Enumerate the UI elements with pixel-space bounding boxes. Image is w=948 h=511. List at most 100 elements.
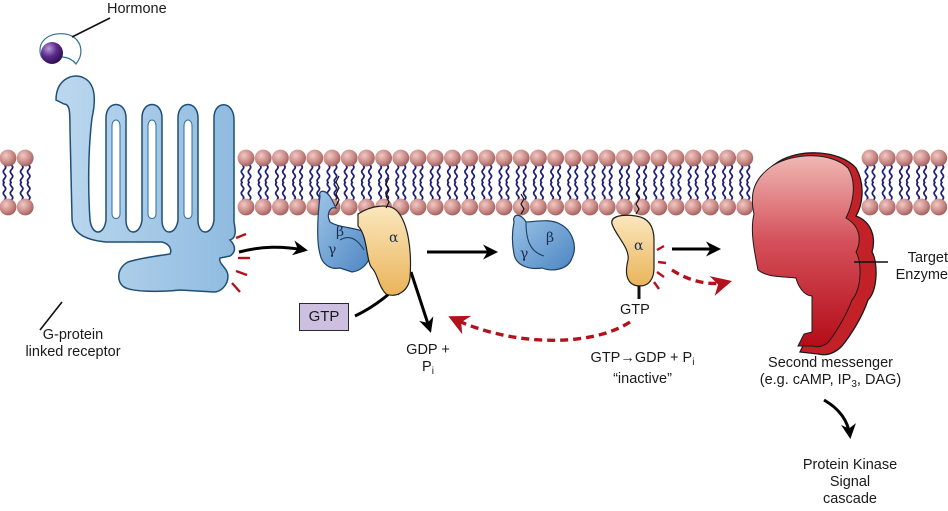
lipid-tail <box>898 181 903 201</box>
lipid-tail <box>292 164 297 184</box>
lipid-tail <box>608 164 613 184</box>
lipid-head <box>495 198 513 216</box>
lipid-tail <box>481 164 486 184</box>
cascade-line3: cascade <box>822 491 877 507</box>
lipid-head <box>702 149 719 167</box>
lipid-head <box>16 149 34 167</box>
lipid-tail <box>864 181 869 201</box>
hydrolysis-line2: “inactive” <box>613 371 672 387</box>
lipid-tail <box>888 181 893 201</box>
lipid-tail <box>264 164 269 184</box>
lipid-head <box>616 198 633 216</box>
lipid-tail <box>326 164 331 184</box>
lipid-tail <box>360 164 365 184</box>
alpha-gtp-label: GTP <box>620 302 650 318</box>
lipid-tail <box>515 181 520 201</box>
lipid-tail <box>940 181 945 201</box>
phosphate-subscript: i <box>431 366 434 377</box>
lipid-anchor <box>335 175 340 207</box>
lipid-head <box>323 149 341 167</box>
lipid-head <box>237 198 255 216</box>
lipid-head <box>0 198 17 216</box>
lipid-tail <box>274 164 279 184</box>
lipid-head <box>650 198 668 216</box>
lipid-tail <box>881 164 886 184</box>
lipid-tail <box>557 181 562 201</box>
lipid-tail <box>888 164 893 184</box>
lipid-tail <box>281 181 286 201</box>
lipid-tail <box>704 164 709 184</box>
lipid-head <box>547 198 564 216</box>
lipid-tail <box>532 181 537 201</box>
alpha-activation-rays <box>653 244 667 290</box>
lipid-tail <box>532 164 537 184</box>
lipid-head <box>392 149 410 167</box>
lipid-head <box>340 149 358 167</box>
target-enzyme-line1: Target <box>907 250 948 266</box>
cascade-arrow <box>823 398 856 439</box>
lipid-head <box>461 198 478 216</box>
lipid-head <box>598 198 616 216</box>
lipid-tail <box>395 164 400 184</box>
lipid-tail <box>933 181 938 201</box>
lipid-tail <box>446 181 451 201</box>
lipid-tail <box>746 164 751 184</box>
lipid-tail <box>281 164 286 184</box>
lipid-tail <box>378 164 383 184</box>
lipid-tail <box>412 181 417 201</box>
lipid-tail <box>395 181 400 201</box>
lipid-tail <box>419 181 424 201</box>
lipid-head <box>530 198 547 216</box>
lipid-head <box>530 149 547 167</box>
lipid-tail <box>316 181 321 201</box>
lipid-tail <box>402 181 407 201</box>
lipid-head <box>409 198 427 216</box>
lipid-tail <box>429 164 434 184</box>
lipid-tail <box>385 164 390 184</box>
lipid-tail <box>677 181 682 201</box>
lipid-head <box>478 198 496 216</box>
lipid-tail <box>402 164 407 184</box>
lipid-tail <box>905 164 910 184</box>
hormone-leader-line <box>71 17 111 38</box>
lipid-tail <box>557 164 562 184</box>
lipid-head <box>426 149 444 167</box>
lipid-tail <box>653 164 658 184</box>
gdp-release-line2: Pi <box>398 359 458 380</box>
lipid-tail <box>257 181 262 201</box>
lipid-tail <box>608 181 613 201</box>
second-messenger-line1: Second messenger <box>768 355 893 371</box>
lipid-head <box>633 198 650 216</box>
lipid-tail <box>26 164 31 184</box>
lipid-head <box>306 149 324 167</box>
lipid-tail <box>350 164 355 184</box>
lipid-tail <box>247 181 252 201</box>
gtp-box: GTP <box>299 303 349 331</box>
lipid-tail <box>309 181 314 201</box>
lipid-head <box>426 198 444 216</box>
lipid-tail <box>488 164 493 184</box>
lipid-tail <box>240 181 245 201</box>
lipid-head <box>478 149 496 167</box>
lipid-tail <box>240 164 245 184</box>
lipid-tail <box>309 164 314 184</box>
lipid-tail <box>453 181 458 201</box>
lipid-head <box>547 149 564 167</box>
lipid-head <box>340 198 358 216</box>
free-alpha-subunit <box>611 188 667 299</box>
lipid-tail <box>746 181 751 201</box>
lipid-tail <box>864 164 869 184</box>
gtp-hydrolysis-return-arrow <box>448 315 631 342</box>
lipid-tail <box>539 164 544 184</box>
ip3-subscript: 3 <box>851 379 857 390</box>
lipid-tail <box>871 164 876 184</box>
lipid-head <box>512 149 530 167</box>
lipid-head <box>736 149 754 167</box>
lipid-head <box>289 198 306 216</box>
lipid-tail <box>625 164 630 184</box>
lipid-head <box>913 149 930 167</box>
lipid-tail <box>446 164 451 184</box>
lipid-head <box>878 198 896 216</box>
g-protein-linked-receptor <box>39 33 236 293</box>
lipid-head <box>444 149 461 167</box>
